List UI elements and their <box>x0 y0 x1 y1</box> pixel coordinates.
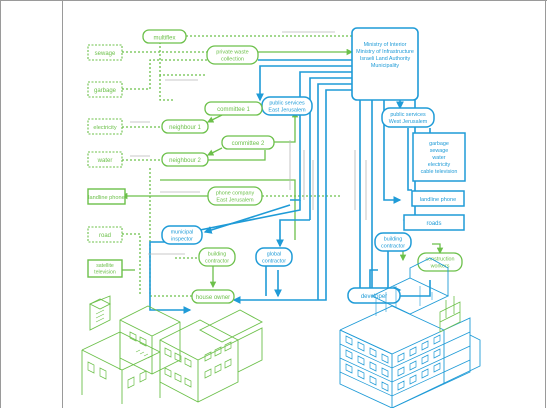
node-contractor-left-line1: building <box>208 252 227 258</box>
node-house-owner: house owner <box>191 289 235 304</box>
node-phone-company-line2: East Jerusalem <box>216 198 254 204</box>
node-workers-line2: workers <box>430 264 450 270</box>
table-column-divider <box>62 0 63 408</box>
node-private-waste-line1: private waste <box>216 50 248 56</box>
node-public-services-west: public services West Jerusalem <box>381 107 435 128</box>
table-border-left <box>0 0 1 408</box>
node-electricity-label: electricity <box>93 125 117 131</box>
node-satellite-line1: satellite <box>96 263 114 269</box>
node-global-contractor: global contractor <box>255 247 293 267</box>
node-roads-label: roads <box>426 221 441 227</box>
node-sewage: sewage <box>87 44 123 61</box>
node-committee-2: committee 2 <box>221 135 275 150</box>
node-road-label: road <box>99 233 111 239</box>
node-landline-left-label: landline phone <box>88 195 124 201</box>
west-service-2: sewage <box>430 148 449 154</box>
node-electricity: electricity <box>87 118 123 135</box>
node-landline-phone-left: landline phone <box>87 188 126 205</box>
node-building-contractor-right: building contractor <box>374 232 412 252</box>
node-ministry-line4: Municipality <box>371 63 399 69</box>
node-water-label: water <box>97 158 113 164</box>
construction-scaffolding <box>439 296 461 333</box>
node-phone-company: phone company East Jerusalem <box>207 186 263 206</box>
node-multiflex-label: multiflex <box>153 36 175 42</box>
node-private-waste-collection: private waste collection <box>206 45 259 65</box>
node-ministry-line2: Ministry of Infrastructure <box>356 49 414 55</box>
node-phone-company-line1: phone company <box>216 191 255 197</box>
west-service-5: cable television <box>421 169 458 175</box>
node-contractor-right-line2: contractor <box>381 244 405 250</box>
node-house-owner-label: house owner <box>196 295 230 301</box>
node-neighbour-2: neighbour 2 <box>161 152 209 167</box>
node-contractor-left-line2: contractor <box>205 259 229 265</box>
node-ministry-line3: Israeli Land Authority <box>360 56 411 62</box>
node-roads: roads <box>403 214 465 231</box>
node-public-east-line1: public services <box>269 101 305 107</box>
node-public-west-line1: public services <box>390 112 426 118</box>
node-global-contractor-line1: global <box>267 252 281 258</box>
node-road: road <box>87 226 123 243</box>
node-neighbour-1-label: neighbour 1 <box>169 125 201 131</box>
node-garbage: garbage <box>87 81 123 98</box>
west-service-3: water <box>431 155 445 161</box>
node-global-contractor-line2: contractor <box>262 259 286 265</box>
node-committee-1-label: committee 1 <box>217 107 250 113</box>
node-west-services-list: garbage sewage water electricity cable t… <box>412 132 466 182</box>
node-landline-right-label: landline phone <box>420 197 456 203</box>
node-landline-phone-right: landline phone <box>411 190 465 207</box>
node-neighbour-1: neighbour 1 <box>161 119 209 134</box>
node-ministry-line1: Ministry of Interior <box>364 42 407 48</box>
connector-annotations <box>130 31 367 255</box>
node-public-services-east: public services East Jerusalem <box>261 96 313 116</box>
node-sewage-label: sewage <box>95 51 116 57</box>
node-water: water <box>87 151 123 168</box>
node-committee-2-label: committee 2 <box>232 141 265 147</box>
blue-building-illustration <box>339 257 481 408</box>
node-public-east-line2: East Jerusalem <box>268 108 306 114</box>
node-contractor-right-line1: building <box>384 237 403 243</box>
node-inspector-line2: inspector <box>171 237 193 243</box>
table-border-top <box>0 0 547 1</box>
node-public-west-line2: West Jerusalem <box>389 119 428 125</box>
node-committee-1: committee 1 <box>204 101 263 116</box>
node-neighbour-2-label: neighbour 2 <box>169 158 201 164</box>
west-service-1: garbage <box>429 141 449 147</box>
node-municipal-inspector: municipal inspector <box>161 225 203 245</box>
node-inspector-line1: municipal <box>171 230 194 236</box>
node-building-contractor-left: building contractor <box>198 247 236 267</box>
west-service-4: electricity <box>428 162 451 168</box>
node-workers-line1: construction <box>425 257 454 263</box>
node-private-waste-line2: collection <box>221 57 244 63</box>
node-satellite-line2: television <box>94 270 116 276</box>
node-construction-workers: construction workers <box>417 252 463 272</box>
table-border-right <box>545 0 546 408</box>
node-multiflex: multiflex <box>142 29 187 44</box>
node-ministry: Ministry of Interior Ministry of Infrast… <box>351 27 419 101</box>
node-satellite-television: satellite television <box>87 259 123 278</box>
node-garbage-label: garbage <box>94 88 117 94</box>
green-building-illustration <box>81 295 263 404</box>
